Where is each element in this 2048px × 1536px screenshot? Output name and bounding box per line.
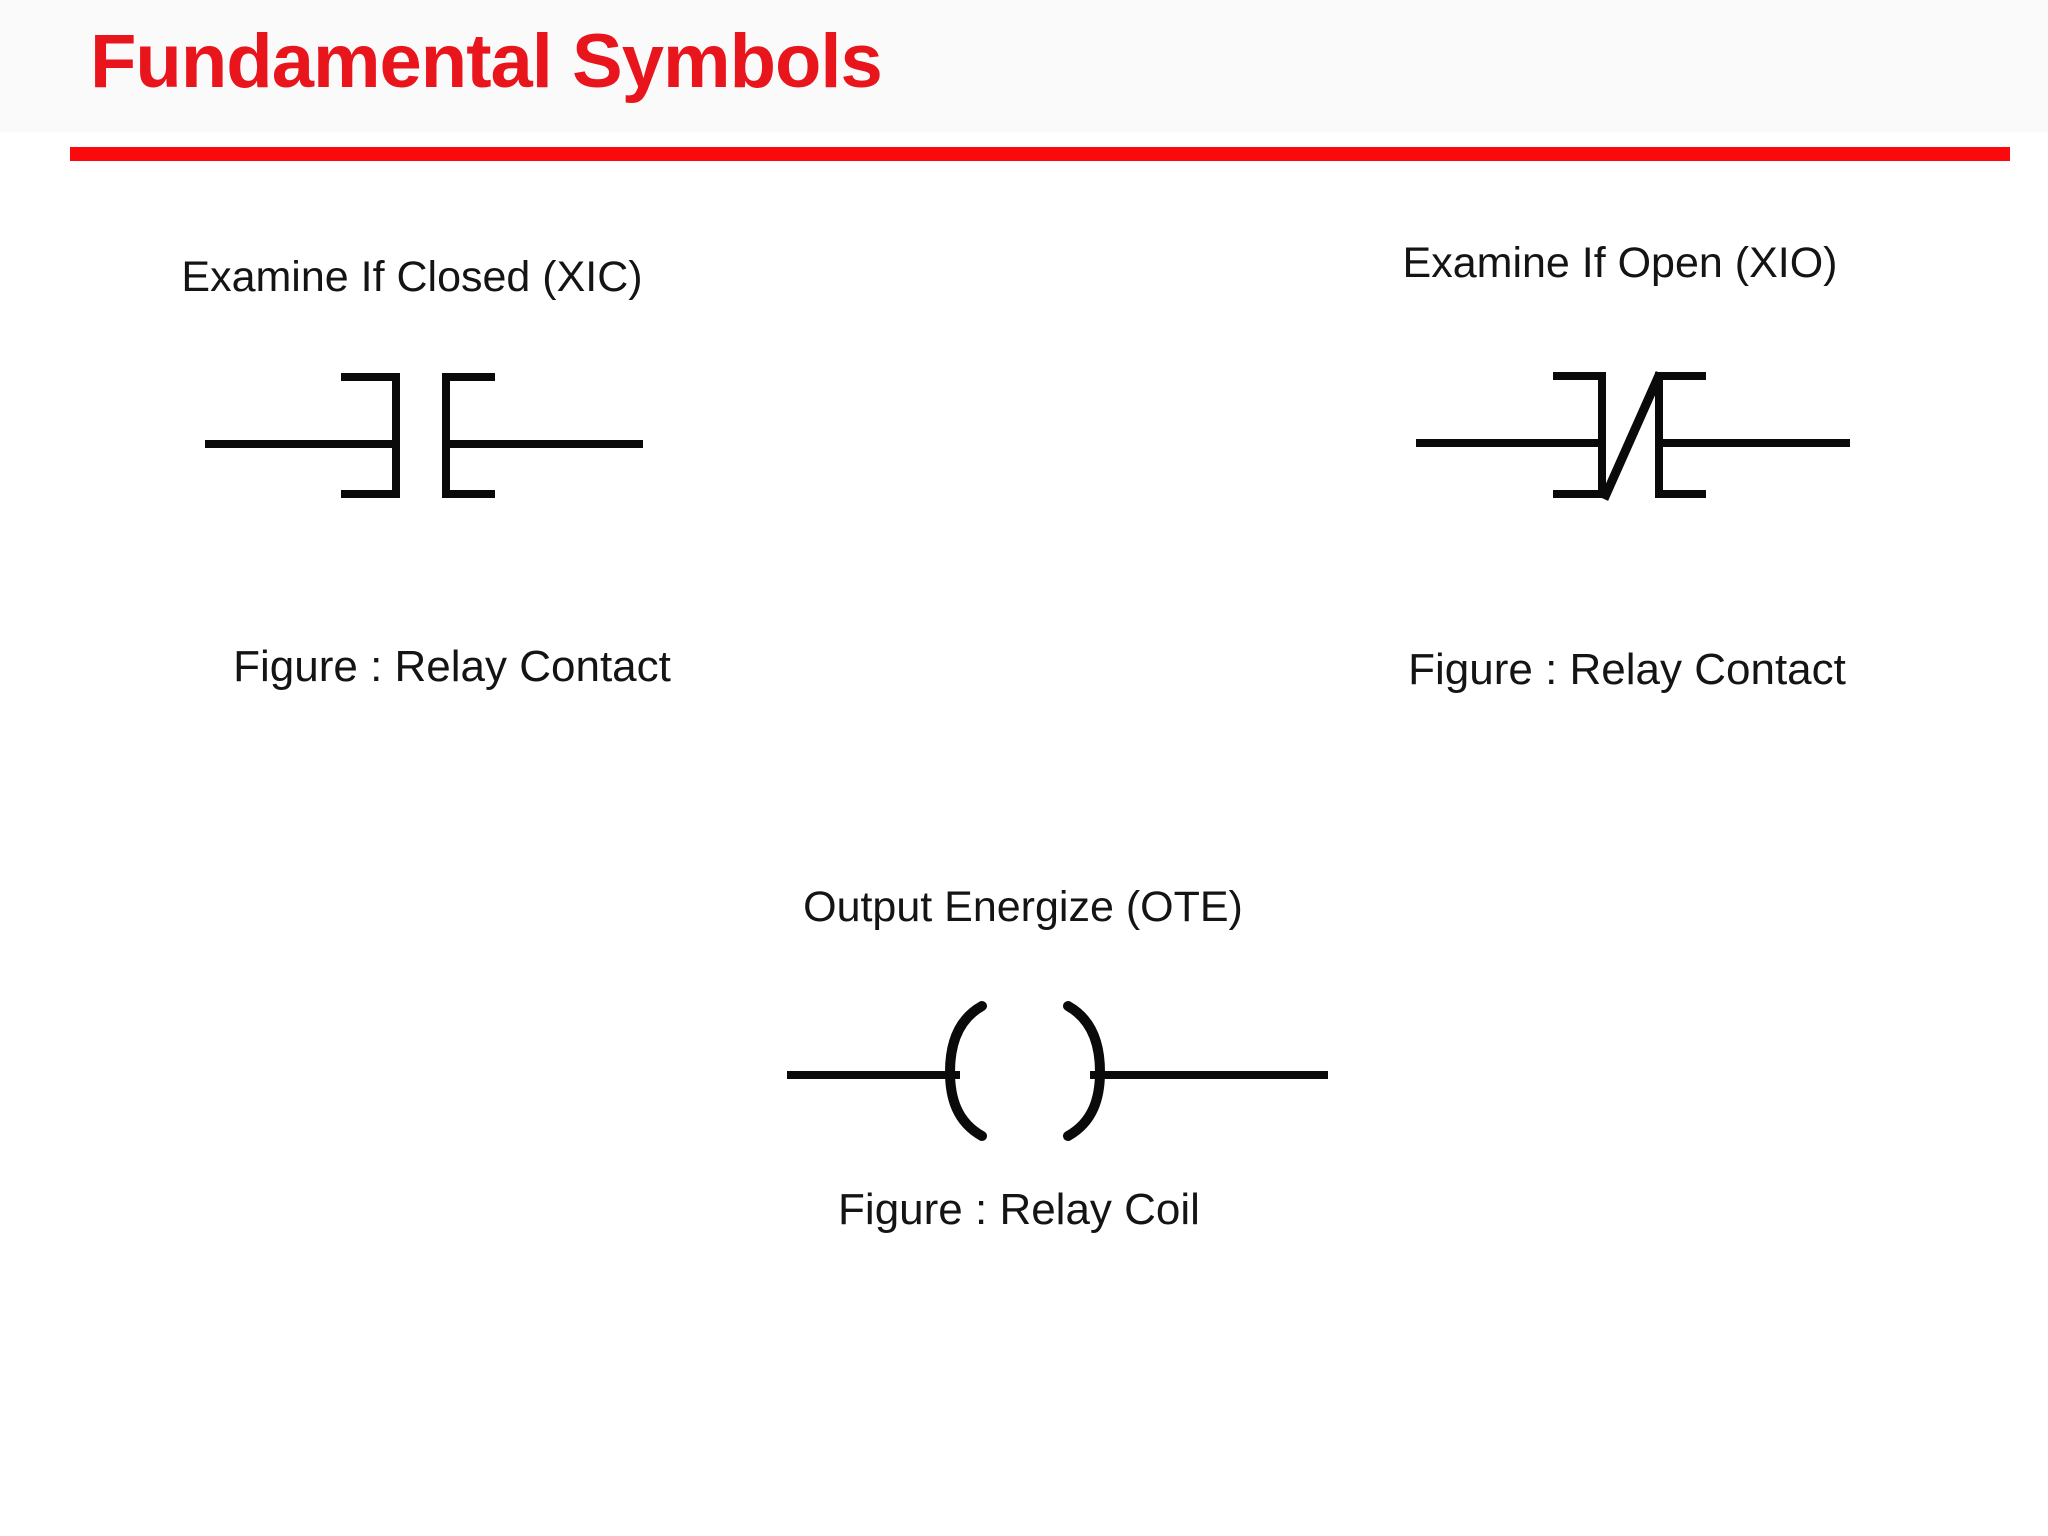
xic-right-bracket xyxy=(442,373,495,498)
xic-normally-open-contact-icon xyxy=(205,373,643,498)
ote-left-paren xyxy=(944,1001,987,1141)
xio-normally-closed-contact-icon xyxy=(1416,371,1850,501)
xio-caption: Figure : Relay Contact xyxy=(1408,645,1846,694)
xio-left-bracket xyxy=(1553,372,1606,498)
xic-left-bracket xyxy=(341,373,400,498)
xio-label: Examine If Open (XIO) xyxy=(1402,239,1838,287)
xio-right-bracket xyxy=(1655,372,1706,498)
ote-label: Output Energize (OTE) xyxy=(803,883,1243,931)
xic-label: Examine If Closed (XIC) xyxy=(181,253,643,301)
xic-caption: Figure : Relay Contact xyxy=(233,642,671,691)
title-underline-rule xyxy=(70,147,2010,161)
page-title: Fundamental Symbols xyxy=(90,19,883,104)
ote-relay-coil-icon xyxy=(787,1001,1328,1141)
title-band xyxy=(0,0,2048,132)
ote-right-paren xyxy=(1063,1001,1106,1141)
ote-caption: Figure : Relay Coil xyxy=(838,1185,1200,1234)
xio-slash xyxy=(1599,371,1665,501)
